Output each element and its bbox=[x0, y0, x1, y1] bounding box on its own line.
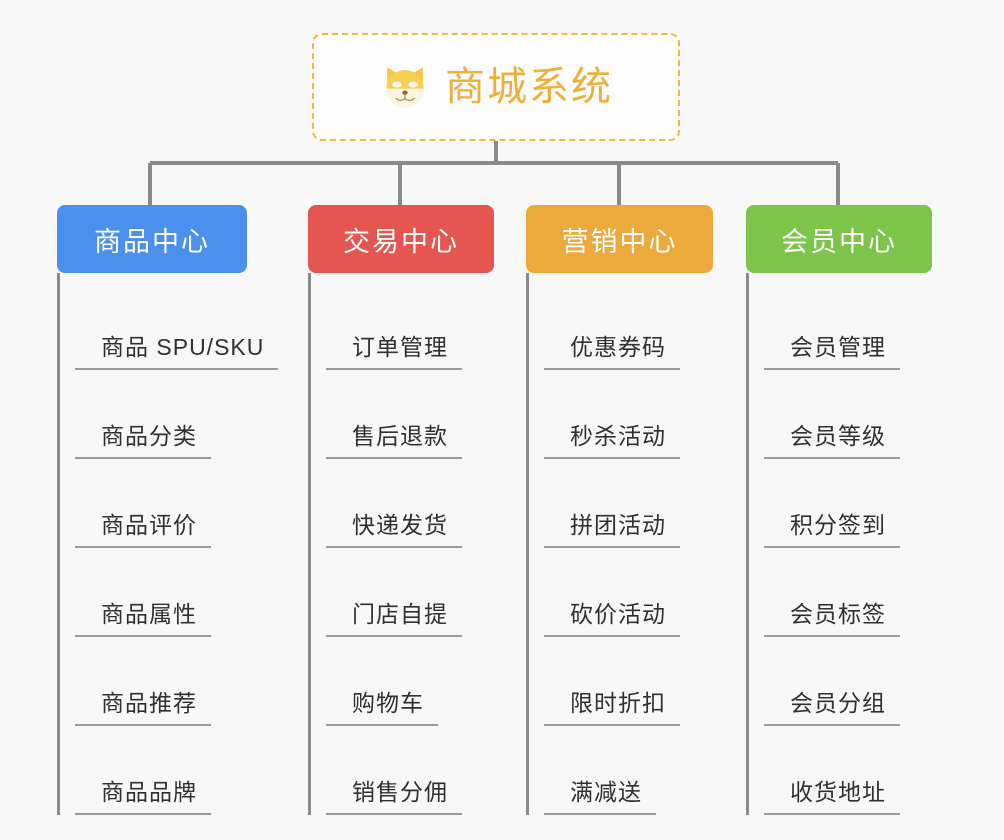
leaf-label: 限时折扣 bbox=[544, 689, 680, 726]
list-item[interactable]: 满减送 bbox=[544, 726, 713, 815]
leaf-list-marketing: 优惠券码 秒杀活动 拼团活动 砍价活动 限时折扣 满减送 bbox=[526, 273, 713, 815]
list-item[interactable]: 优惠券码 bbox=[544, 281, 713, 370]
list-item[interactable]: 销售分佣 bbox=[326, 726, 494, 815]
branch-head-trade[interactable]: 交易中心 bbox=[308, 205, 494, 273]
leaf-label: 订单管理 bbox=[326, 333, 462, 370]
list-item[interactable]: 会员标签 bbox=[764, 548, 932, 637]
leaf-label: 砍价活动 bbox=[544, 600, 680, 637]
list-item[interactable]: 商品推荐 bbox=[75, 637, 247, 726]
branch-head-label: 会员中心 bbox=[781, 226, 897, 257]
root-card[interactable]: 商城系统 bbox=[312, 33, 680, 141]
leaf-label: 商品 SPU/SKU bbox=[75, 333, 279, 370]
list-item[interactable]: 拼团活动 bbox=[544, 459, 713, 548]
leaf-label: 积分签到 bbox=[764, 511, 900, 548]
branch-column-marketing: 营销中心 优惠券码 秒杀活动 拼团活动 砍价活动 限时折扣 满减送 bbox=[526, 205, 713, 815]
branch-head-label: 营销中心 bbox=[561, 226, 678, 257]
branch-column-member: 会员中心 会员管理 会员等级 积分签到 会员标签 会员分组 收货地址 bbox=[746, 205, 932, 815]
leaf-label: 满减送 bbox=[544, 778, 656, 815]
leaf-label: 购物车 bbox=[326, 689, 438, 726]
list-item[interactable]: 会员等级 bbox=[764, 370, 932, 459]
leaf-label: 会员标签 bbox=[764, 600, 900, 637]
leaf-label: 会员等级 bbox=[764, 422, 900, 459]
leaf-label: 商品分类 bbox=[75, 422, 211, 459]
list-item[interactable]: 会员分组 bbox=[764, 637, 932, 726]
list-item[interactable]: 快递发货 bbox=[326, 459, 494, 548]
leaf-label: 商品品牌 bbox=[75, 778, 211, 815]
leaf-label: 拼团活动 bbox=[544, 511, 680, 548]
leaf-label: 销售分佣 bbox=[326, 778, 462, 815]
leaf-label: 商品属性 bbox=[75, 600, 211, 637]
leaf-label: 快递发货 bbox=[326, 511, 462, 548]
leaf-label: 门店自提 bbox=[326, 600, 462, 637]
branch-head-label: 交易中心 bbox=[343, 226, 459, 257]
leaf-list-trade: 订单管理 售后退款 快递发货 门店自提 购物车 销售分佣 bbox=[308, 273, 494, 815]
list-item[interactable]: 购物车 bbox=[326, 637, 494, 726]
leaf-label: 售后退款 bbox=[326, 422, 462, 459]
leaf-list-member: 会员管理 会员等级 积分签到 会员标签 会员分组 收货地址 bbox=[746, 273, 932, 815]
branch-column-product: 商品中心 商品 SPU/SKU 商品分类 商品评价 商品属性 商品推荐 商品品牌 bbox=[57, 205, 279, 815]
list-item[interactable]: 商品属性 bbox=[75, 548, 247, 637]
leaf-list-product: 商品 SPU/SKU 商品分类 商品评价 商品属性 商品推荐 商品品牌 bbox=[57, 273, 279, 815]
list-item[interactable]: 商品 SPU/SKU bbox=[75, 281, 279, 370]
list-item[interactable]: 门店自提 bbox=[326, 548, 494, 637]
leaf-label: 会员分组 bbox=[764, 689, 900, 726]
list-item[interactable]: 秒杀活动 bbox=[544, 370, 713, 459]
list-item[interactable]: 商品品牌 bbox=[75, 726, 247, 815]
list-item[interactable]: 会员管理 bbox=[764, 281, 932, 370]
list-item[interactable]: 售后退款 bbox=[326, 370, 494, 459]
leaf-label: 优惠券码 bbox=[544, 333, 680, 370]
branch-head-member[interactable]: 会员中心 bbox=[746, 205, 932, 273]
leaf-label: 秒杀活动 bbox=[544, 422, 680, 459]
branch-head-label: 商品中心 bbox=[94, 226, 210, 257]
list-item[interactable]: 收货地址 bbox=[764, 726, 932, 815]
leaf-label: 收货地址 bbox=[764, 778, 900, 815]
list-item[interactable]: 商品分类 bbox=[75, 370, 247, 459]
leaf-label: 商品推荐 bbox=[75, 689, 211, 726]
list-item[interactable]: 砍价活动 bbox=[544, 548, 713, 637]
page-title: 商城系统 bbox=[445, 65, 613, 109]
list-item[interactable]: 限时折扣 bbox=[544, 637, 713, 726]
leaf-label: 商品评价 bbox=[75, 511, 211, 548]
branch-head-marketing[interactable]: 营销中心 bbox=[526, 205, 713, 273]
shiba-dog-icon bbox=[386, 67, 424, 108]
list-item[interactable]: 商品评价 bbox=[75, 459, 247, 548]
list-item[interactable]: 积分签到 bbox=[764, 459, 932, 548]
branch-column-trade: 交易中心 订单管理 售后退款 快递发货 门店自提 购物车 销售分佣 bbox=[308, 205, 494, 815]
leaf-label: 会员管理 bbox=[764, 333, 900, 370]
branch-head-product[interactable]: 商品中心 bbox=[57, 205, 247, 273]
list-item[interactable]: 订单管理 bbox=[326, 281, 494, 370]
